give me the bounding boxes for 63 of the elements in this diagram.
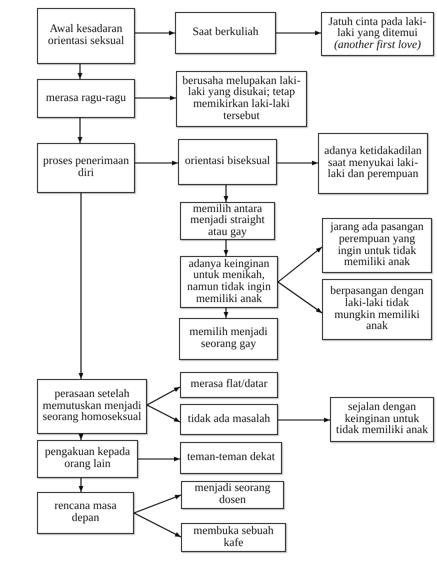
process-box	[180, 404, 278, 435]
arrow	[78, 193, 84, 379]
step-text: merasa flat/datar	[190, 379, 268, 391]
step-text: orientasi biseksual	[184, 156, 270, 168]
arrow	[78, 118, 82, 143]
arrow	[146, 386, 180, 406]
process-box	[37, 79, 135, 118]
step-text: tidak ada masalah	[188, 414, 270, 426]
arrow	[78, 434, 84, 440]
process-box	[321, 12, 434, 56]
arrow	[278, 418, 330, 422]
step-text: rencana masa depan	[53, 501, 118, 525]
step-text: merasa ragu-ragu	[46, 92, 126, 104]
step-text: jarang ada pasangan perempuan yang ingin untuk tidak memiliki anak	[329, 222, 425, 269]
process-box	[175, 12, 276, 54]
step-text: perasaan setelah memutuskan menjadi seorang homoseksual	[42, 389, 142, 424]
process-box	[180, 256, 278, 308]
arrow	[278, 246, 322, 282]
step-text: menjadi seorang dosen	[194, 483, 272, 507]
step-text: membuka sebuah kafe	[192, 526, 275, 550]
process-box	[322, 279, 432, 340]
step-text: proses penerimaan diri	[42, 156, 130, 180]
process-box	[37, 440, 138, 478]
process-box	[37, 492, 134, 534]
arrow	[276, 30, 321, 36]
step-text: Jatuh cinta pada laki-laki yang ditemui (another first love)	[327, 16, 428, 52]
process-box	[37, 379, 147, 434]
step-text: adanya keinginan untuk menikah, namun tidak ingin memiliki anak	[186, 258, 272, 306]
process-box	[179, 318, 278, 360]
arrow	[134, 494, 182, 514]
process-box	[37, 143, 135, 193]
arrow	[278, 282, 322, 314]
step-text: pengakuan kepada orang lain	[44, 447, 132, 471]
step-text: teman-teman dekat	[187, 452, 275, 464]
step-text: berusaha melupakan laki-laki yang disukai; tetap memikirkan laki-laki tersebut	[181, 76, 302, 122]
arrow	[78, 64, 82, 79]
process-box	[181, 481, 284, 509]
arrow	[78, 478, 84, 492]
process-box	[178, 139, 277, 185]
arrow	[277, 160, 318, 166]
process-box	[181, 523, 286, 552]
step-text: memilih menjadi seorang gay	[188, 327, 269, 351]
step-text: sejalan dengan keinginan untuk tidak memiliki anak	[335, 402, 429, 437]
arrow	[224, 308, 228, 318]
arrow	[146, 404, 180, 422]
arrow	[134, 512, 182, 538]
process-box	[180, 202, 275, 240]
step-text: berpasangan dengan laki-laki tidak mungkin memiliki anak	[329, 286, 425, 333]
step-text: adanya ketidakadilan saat menyukai laki-laki dan perempuan	[323, 146, 423, 181]
arrow	[135, 160, 178, 166]
step-text: memilih antara menjadi straight atau gay	[189, 204, 266, 238]
process-box	[318, 133, 428, 194]
step-text: Awal kesadaran orientasi seksual	[46, 24, 126, 48]
arrow	[138, 456, 180, 462]
arrow	[224, 240, 228, 256]
process-box	[322, 218, 432, 273]
process-box	[37, 8, 135, 64]
process-box	[180, 372, 278, 398]
arrow	[135, 30, 175, 36]
arrow	[224, 185, 228, 202]
arrow	[135, 96, 176, 100]
step-text: Saat berkuliah	[192, 27, 259, 39]
process-box	[180, 442, 282, 474]
